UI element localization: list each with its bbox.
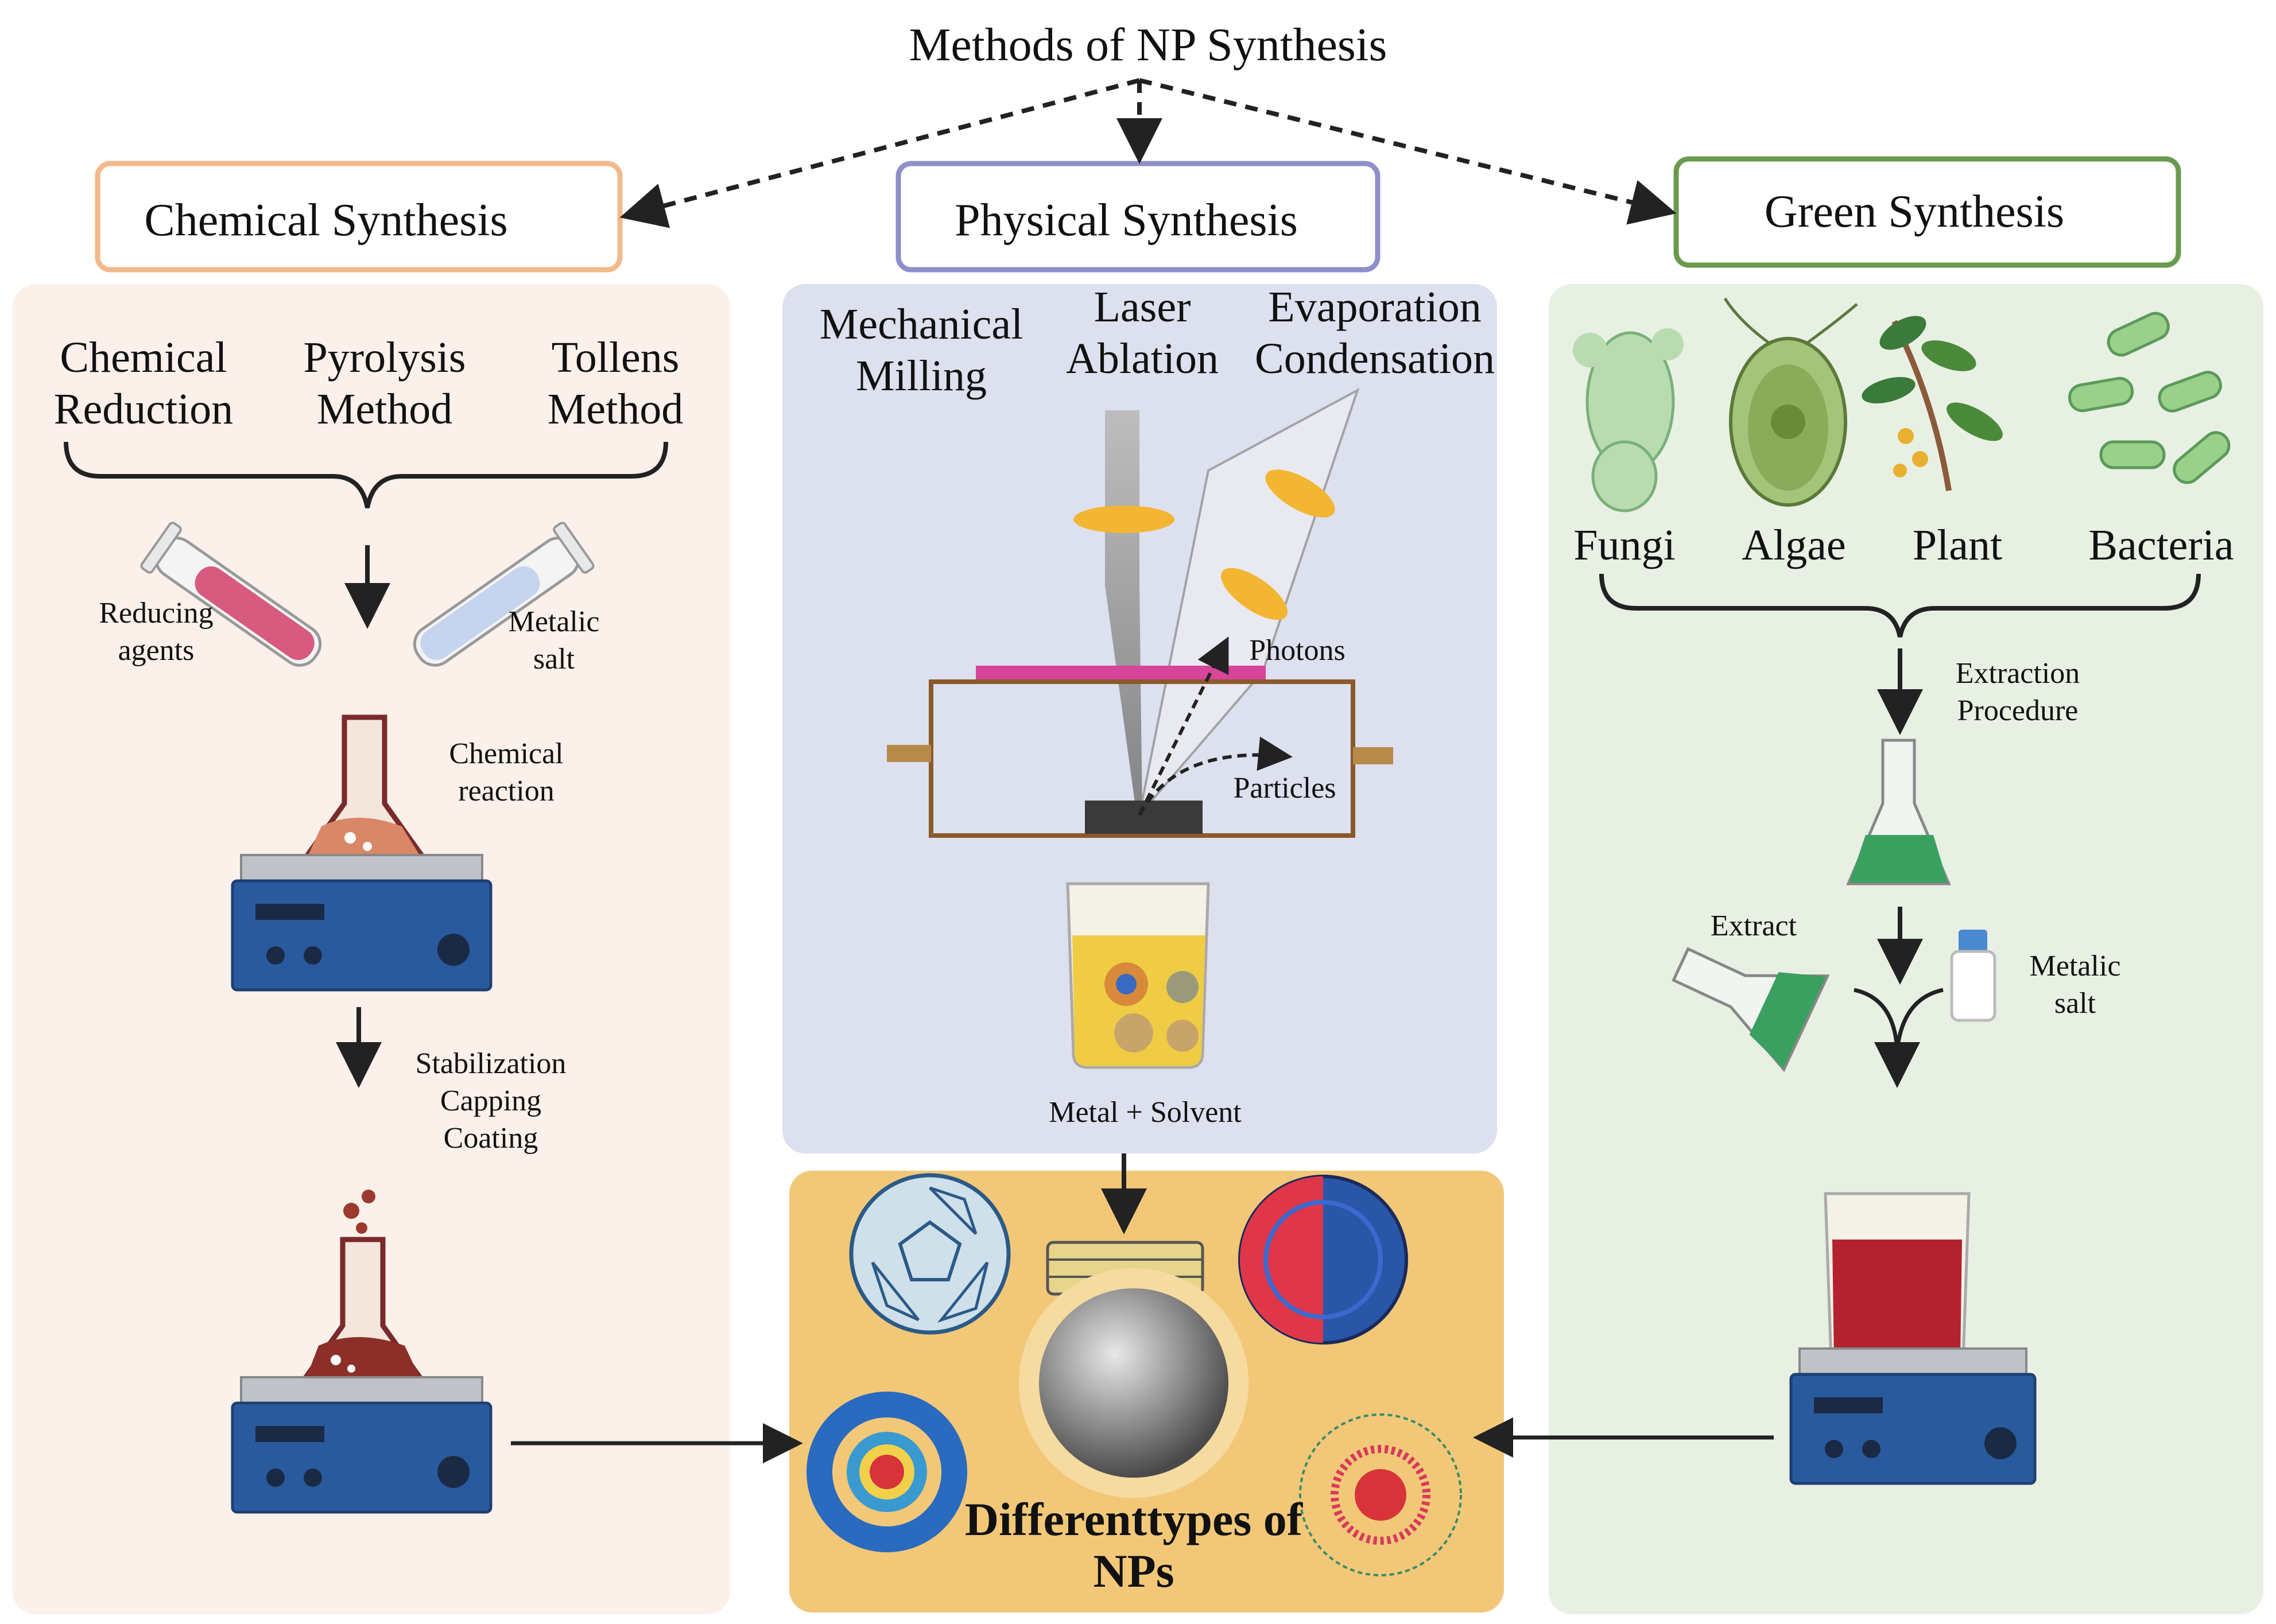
chem-brace: [64, 441, 668, 508]
source-fungi: Fungi: [1573, 521, 1675, 569]
micelle-icon: [1238, 1175, 1408, 1345]
green-merge-arrows: [1854, 988, 1944, 1051]
result-label-l1: Differenttypes of: [965, 1493, 1304, 1545]
chem-method-3-l1: Tollens: [552, 333, 680, 382]
bacteria-icon: [2068, 312, 2231, 484]
phys-method-2-l1: Laser: [1094, 283, 1191, 331]
algae-icon: [1723, 297, 1858, 507]
reducing-agent-tube-icon: [140, 522, 322, 667]
green-metalic-salt-l2: salt: [2054, 987, 2096, 1020]
chem-method-1-l1: Chemical: [60, 333, 227, 382]
green-brace: [1599, 573, 2201, 638]
metal-salt-tube-icon: [413, 522, 595, 667]
reducing-agents-l2: agents: [118, 634, 195, 667]
photons-label: Photons: [1249, 634, 1346, 667]
source-plant: Plant: [1913, 521, 2002, 569]
fullerene-icon: [849, 1173, 1011, 1335]
extract-flask-icon: [1672, 947, 1830, 1073]
diagram-title: Methods of NP Synthesis: [909, 18, 1387, 71]
laser-ablation-apparatus-icon: [887, 387, 1393, 838]
reducing-agents-l1: Reducing: [99, 597, 213, 630]
green-header: Green Synthesis: [1765, 187, 2064, 237]
hotplate-reaction-icon: [231, 714, 493, 992]
fungi-icon: [1573, 328, 1684, 512]
stabilization-l3: Coating: [444, 1122, 538, 1155]
hotplate-stabilized-icon: [231, 1190, 493, 1514]
extraction-l1: Extraction: [1956, 657, 2080, 690]
extraction-flask-icon: [1846, 739, 1951, 885]
result-label-l2: NPs: [1093, 1545, 1174, 1597]
phys-method-1-l2: Milling: [856, 352, 987, 400]
chem-method-1-l2: Reduction: [54, 385, 233, 433]
source-bacteria: Bacteria: [2088, 521, 2234, 569]
phys-method-2-l2: Ablation: [1066, 335, 1219, 383]
dendrimer-icon: [807, 1392, 967, 1552]
metal-sphere-icon: [1019, 1268, 1248, 1498]
source-algae: Algae: [1742, 521, 1845, 569]
title-dashed-arrows: [619, 78, 1677, 228]
metal-solvent-beaker-icon: [1066, 882, 1210, 1069]
phys-method-3-l1: Evaporation: [1268, 283, 1481, 331]
extraction-l2: Procedure: [1957, 694, 2079, 727]
chemical-reaction-l2: reaction: [458, 775, 554, 807]
surfactant-np-icon: [1299, 1413, 1462, 1576]
green-metalic-salt-l1: Metalic: [2030, 950, 2121, 982]
metal-solvent-label: Metal + Solvent: [1049, 1096, 1242, 1129]
chemical-reaction-l1: Chemical: [449, 737, 563, 770]
stabilization-l1: Stabilization: [416, 1047, 567, 1080]
chem-method-3-l2: Method: [548, 385, 683, 433]
metal-salt-bottle-icon: [1950, 930, 1996, 1022]
hotplate-green-icon: [1789, 1192, 2037, 1485]
chem-method-2-l1: Pyrolysis: [304, 333, 466, 382]
chem-method-2-l2: Method: [317, 385, 452, 433]
phys-method-3-l2: Condensation: [1255, 335, 1495, 383]
physical-header: Physical Synthesis: [955, 195, 1298, 246]
particles-label: Particles: [1233, 772, 1336, 805]
phys-method-1-l1: Mechanical: [820, 300, 1023, 348]
chem-metalic-salt-l1: Metalic: [509, 605, 600, 638]
plant-icon: [1862, 316, 2003, 491]
stabilization-l2: Capping: [440, 1085, 541, 1117]
chemical-header: Chemical Synthesis: [144, 195, 507, 246]
extract-label: Extract: [1711, 910, 1797, 942]
chem-metalic-salt-l2: salt: [533, 643, 575, 675]
